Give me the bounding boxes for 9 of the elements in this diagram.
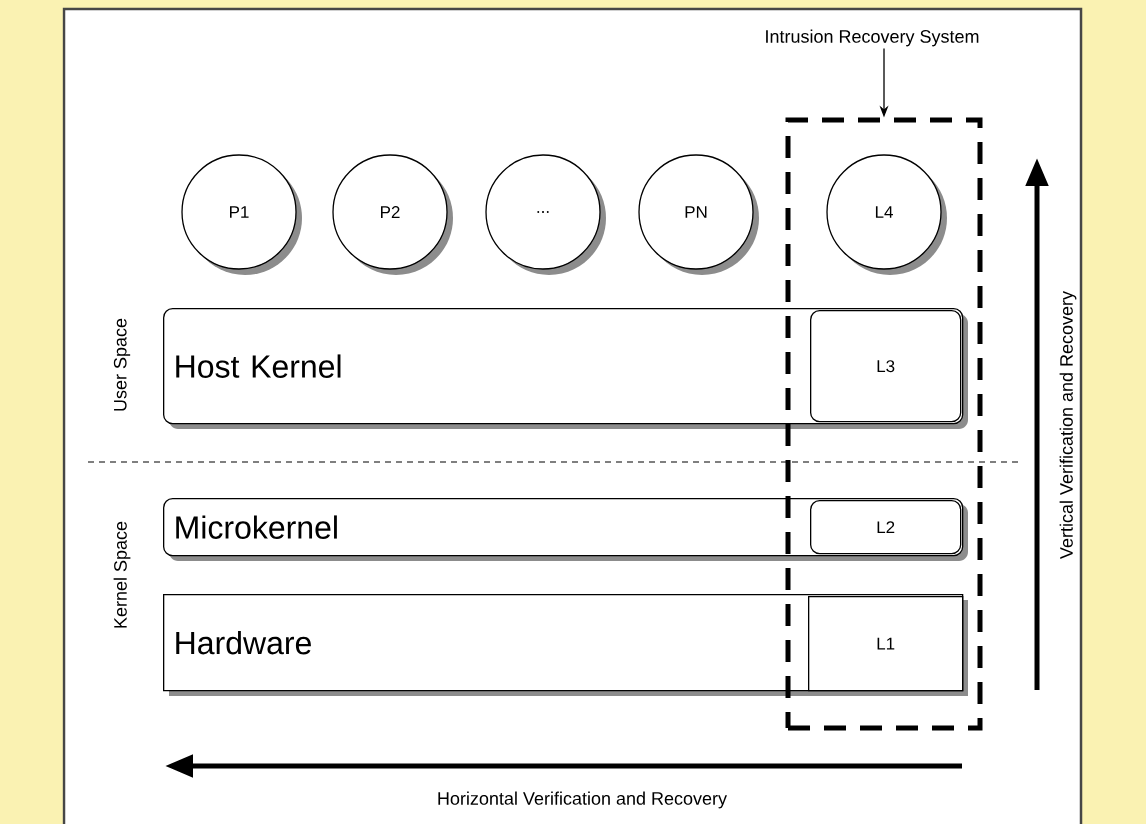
- axis-label: Vertical Verification and Recovery: [1059, 291, 1077, 559]
- callout-text: Intrusion Recovery System: [766, 29, 979, 47]
- system-boundary: [785, 117, 983, 731]
- side-label: User Space: [113, 318, 131, 411]
- axis-label: Horizontal Verification and Recovery: [438, 791, 727, 809]
- component-box: L2: [810, 500, 962, 555]
- component-box: L3: [810, 310, 962, 423]
- side-label: Kernel Space: [113, 521, 131, 628]
- component-box: L1: [808, 596, 964, 692]
